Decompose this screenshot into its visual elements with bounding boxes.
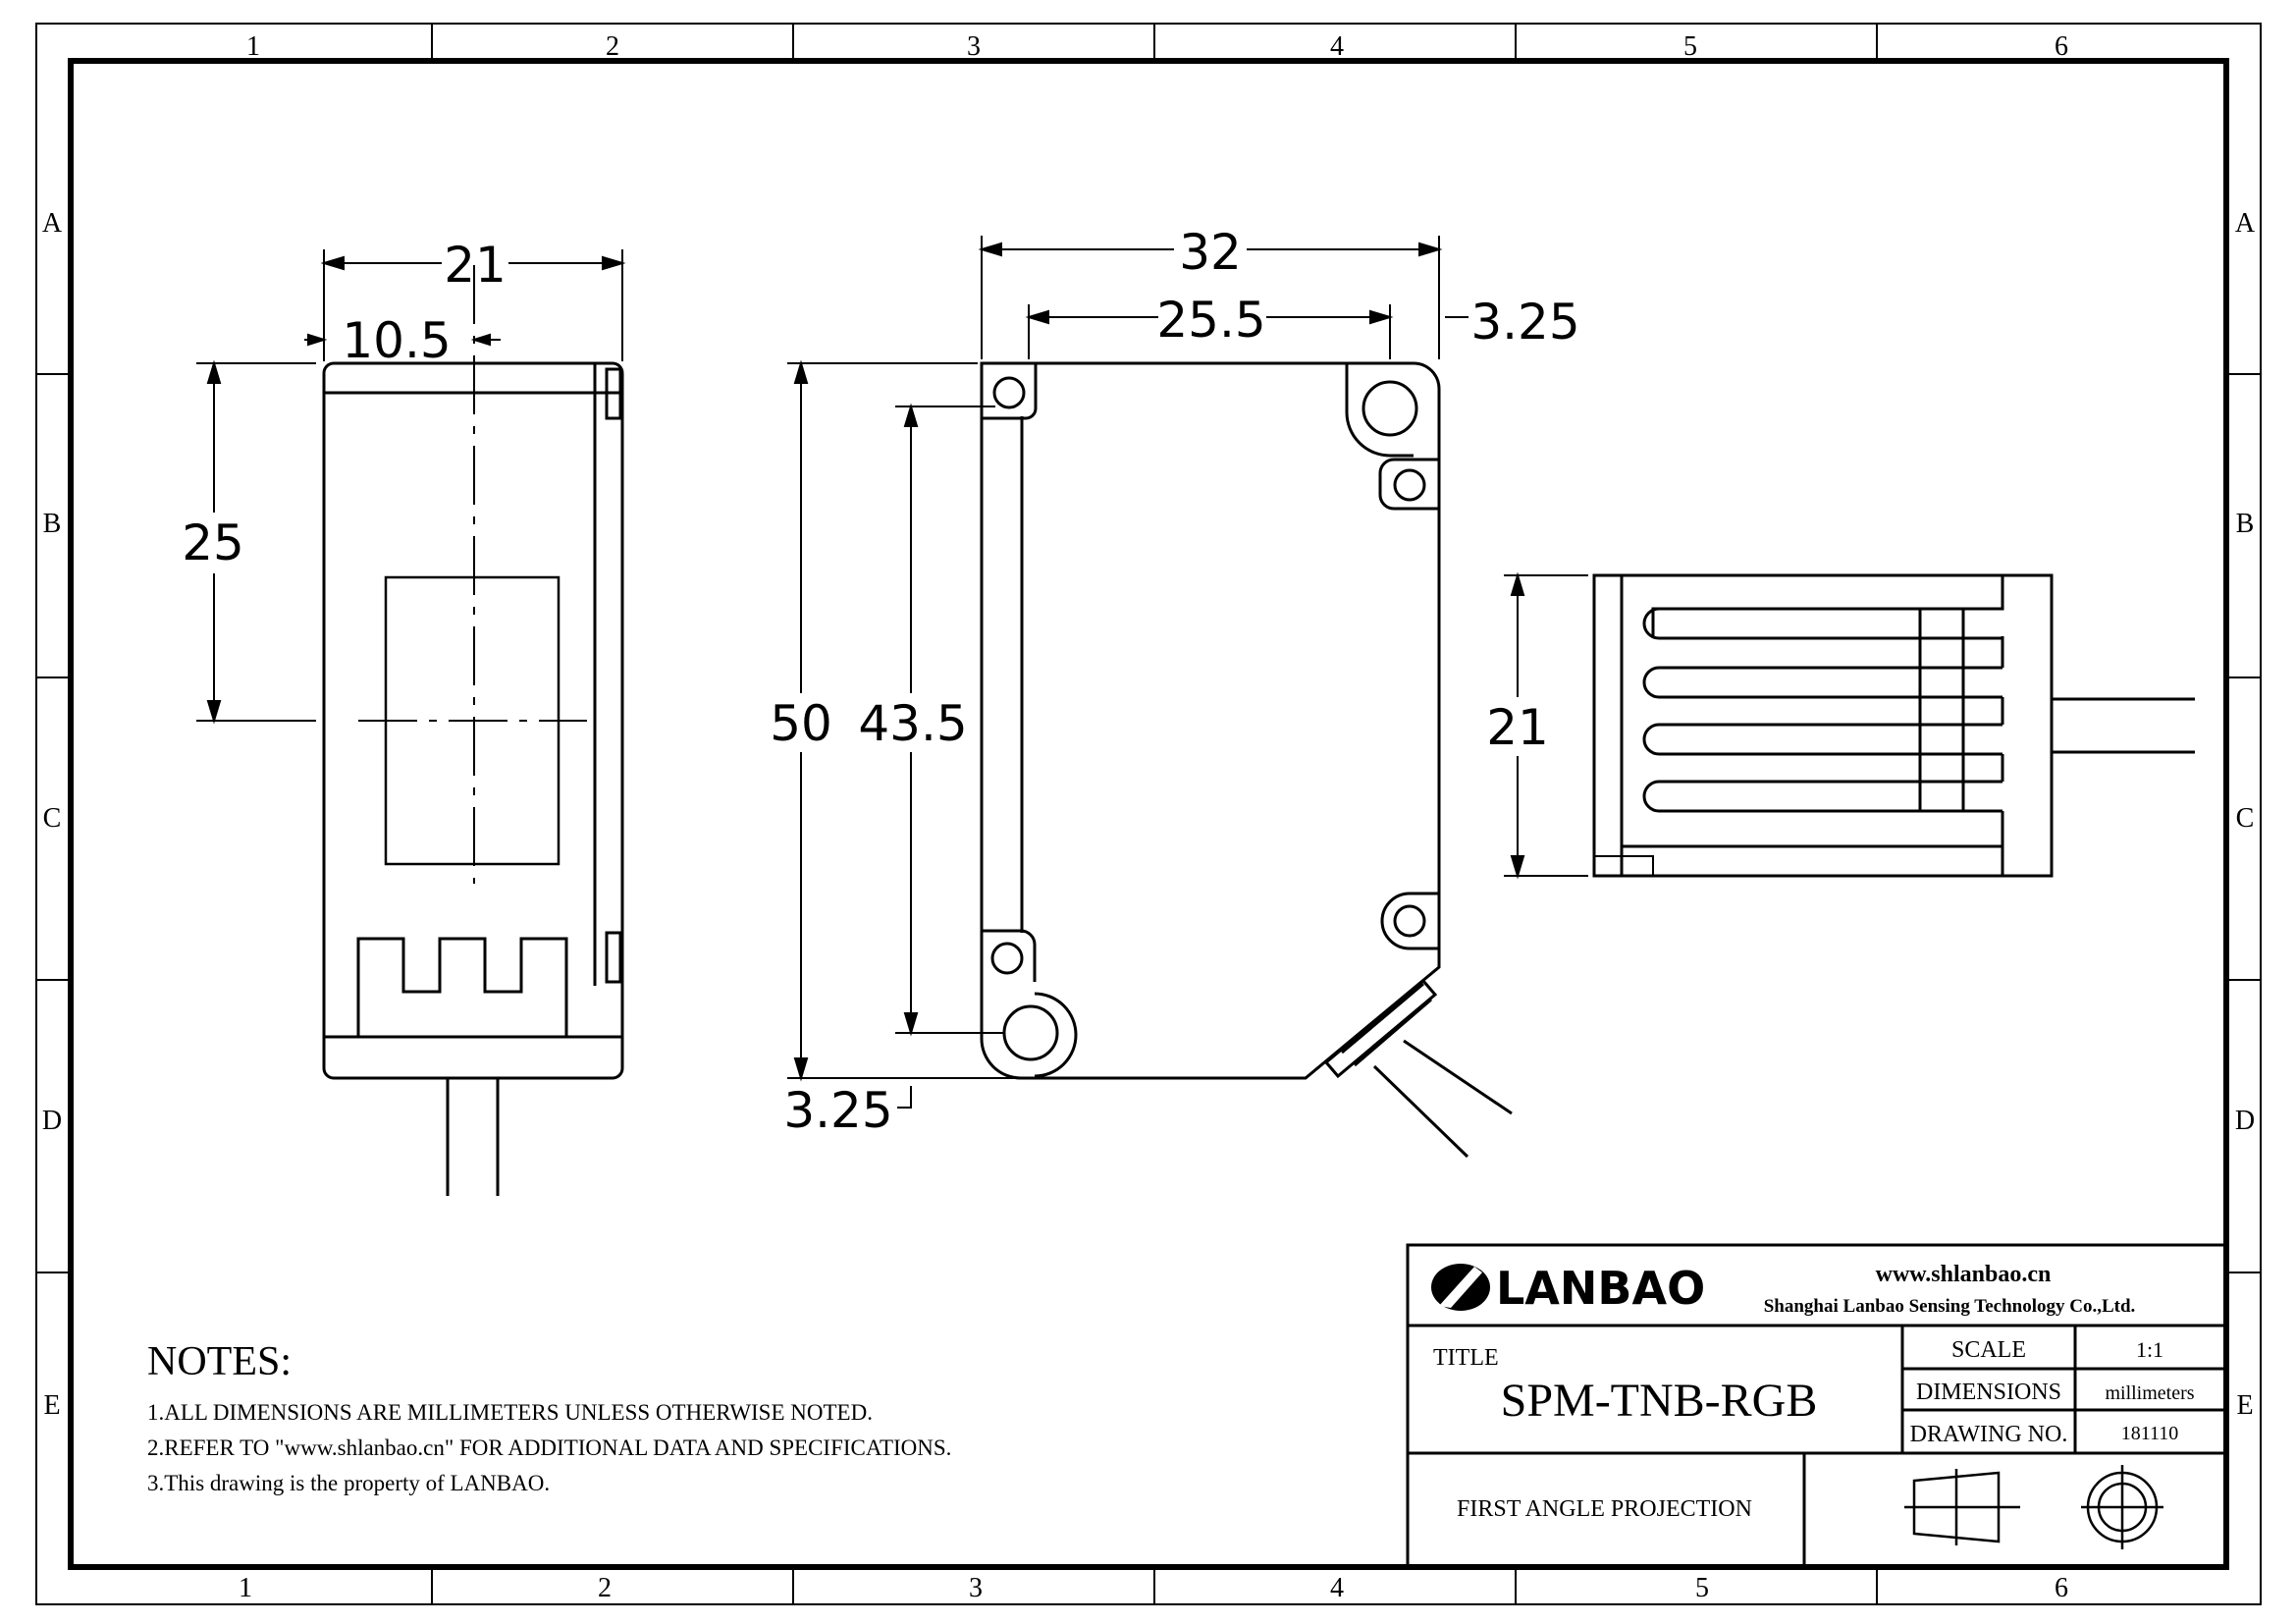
grid-row-c: C (2236, 803, 2255, 834)
grid-row-labels: A B C D E A B C D E (42, 208, 2256, 1421)
grid-row-a: A (2235, 208, 2256, 239)
grid-col-3: 3 (969, 1573, 983, 1603)
grid-col-6: 6 (2055, 1573, 2068, 1603)
grid-column-labels-bottom: 1 2 3 4 5 6 (239, 1573, 2068, 1603)
company-name: Shanghai Lanbao Sensing Technology Co.,L… (1764, 1296, 2136, 1317)
drawing-title: SPM-TNB-RGB (1501, 1375, 1818, 1427)
note-2: 2.REFER TO "www.shlanbao.cn" FOR ADDITIO… (147, 1435, 951, 1460)
dim-top-view-height: 21 (1486, 699, 1549, 756)
note-3: 3.This drawing is the property of LANBAO… (147, 1471, 550, 1495)
drawing-number-value: 181110 (2121, 1423, 2179, 1444)
grid-col-2: 2 (598, 1573, 612, 1603)
dimensions-value: millimeters (2105, 1382, 2194, 1404)
drawing-frame (35, 23, 2262, 1605)
dim-side-half-width: 10.5 (342, 312, 451, 369)
grid-col-3: 3 (967, 31, 981, 62)
grid-col-5: 5 (1683, 31, 1697, 62)
dim-front-width: 32 (1179, 224, 1242, 281)
dim-front-offset-bottom: 3.25 (783, 1082, 892, 1139)
side-view-dimensions (196, 249, 626, 725)
top-view (1592, 573, 2195, 878)
dim-front-hole-spacing: 25.5 (1156, 292, 1265, 349)
grid-row-d: D (42, 1106, 62, 1136)
grid-row-e: E (43, 1390, 60, 1421)
lanbao-logo: LANBAO (1431, 1262, 1705, 1315)
grid-col-1: 1 (246, 31, 260, 62)
grid-row-c: C (43, 803, 62, 834)
grid-col-4: 4 (1330, 1573, 1344, 1603)
dim-front-height: 50 (770, 695, 832, 752)
notes-heading: NOTES: (147, 1339, 292, 1384)
grid-row-b: B (2236, 509, 2255, 539)
grid-col-1: 1 (239, 1573, 252, 1603)
dim-side-height: 25 (182, 514, 244, 571)
grid-col-5: 5 (1695, 1573, 1709, 1603)
grid-row-b: B (43, 509, 62, 539)
top-view-dimensions (1504, 571, 1588, 880)
grid-col-6: 6 (2055, 31, 2068, 62)
grid-column-labels-top: 1 2 3 4 5 6 (246, 31, 2068, 62)
first-angle-projection-symbol (1904, 1465, 2163, 1549)
dimensions-label: DIMENSIONS (1916, 1380, 2061, 1405)
company-website: www.shlanbao.cn (1876, 1262, 2052, 1287)
grid-row-a: A (42, 208, 63, 239)
logo-text: LANBAO (1496, 1262, 1705, 1315)
scale-value: 1:1 (2136, 1337, 2163, 1362)
drawing-number-label: DRAWING NO. (1910, 1422, 2068, 1447)
side-view (322, 265, 624, 1196)
grid-col-2: 2 (606, 31, 619, 62)
front-view-dimensions (787, 236, 1468, 1109)
dim-front-offset-top: 3.25 (1470, 294, 1579, 351)
dim-side-width: 21 (444, 237, 507, 294)
grid-row-e: E (2236, 1390, 2253, 1421)
grid-row-d: D (2235, 1106, 2255, 1136)
title-block (1406, 1243, 2228, 1569)
grid-col-4: 4 (1330, 31, 1344, 62)
note-1: 1.ALL DIMENSIONS ARE MILLIMETERS UNLESS … (147, 1400, 873, 1425)
dim-front-hole-height: 43.5 (858, 695, 967, 752)
front-view (980, 361, 1513, 1159)
title-label: TITLE (1433, 1345, 1499, 1371)
projection-label: FIRST ANGLE PROJECTION (1457, 1496, 1752, 1522)
scale-label: SCALE (1951, 1337, 2026, 1363)
